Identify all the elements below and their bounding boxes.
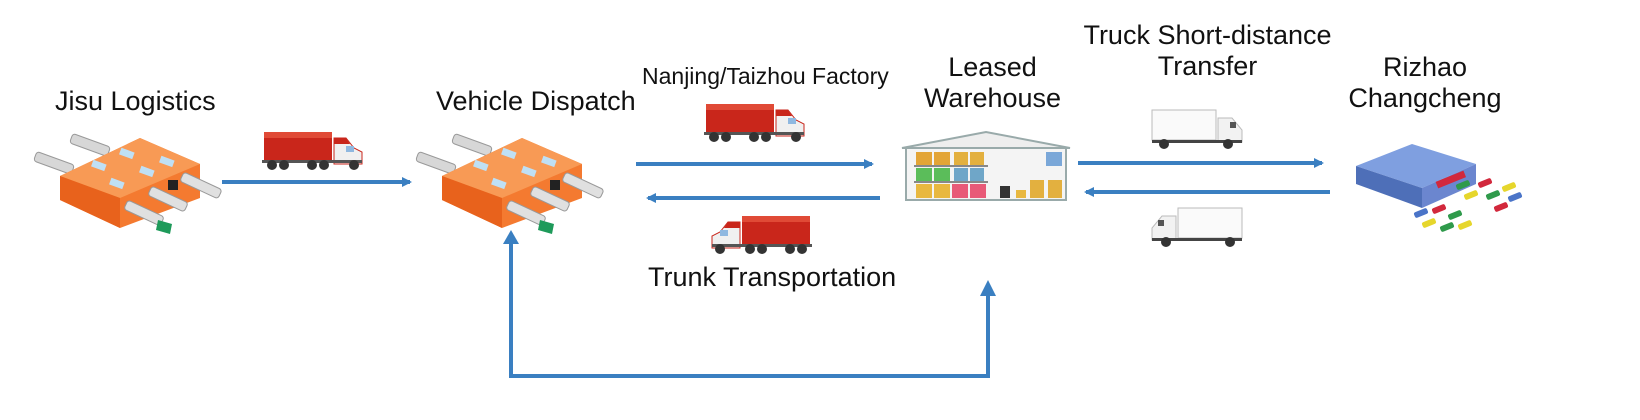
red-semi-truck-icon [262,132,363,170]
arrow-loop-bottom [509,240,990,378]
edge-label-factory: Nanjing/Taizhou Factory [642,63,889,89]
node-label-vehicle-dispatch: Vehicle Dispatch [436,86,636,116]
arrowhead-up-dispatch [503,230,519,244]
edge-label-trunk: Trunk Transportation [648,262,897,292]
arrowhead-up-warehouse [980,280,996,296]
node-label-line: Changcheng [1348,83,1502,114]
node-label-line: Rizhao [1382,52,1468,82]
warehouse-interior-icon [901,130,1071,201]
node-label-line: Leased [948,52,1037,82]
node-label-line: Warehouse [923,83,1062,114]
node-label-rizhao-changcheng: Rizhao Changcheng [1330,52,1520,114]
red-semi-truck-icon [711,216,812,254]
orange-distribution-center-icon [415,133,604,234]
white-box-truck-icon [1151,109,1243,149]
edge-label-short-transfer: Truck Short-distance Transfer [1070,20,1345,82]
red-semi-truck-icon [704,104,805,142]
parked-cars [1413,178,1523,232]
node-label-leased-warehouse: Leased Warehouse [910,52,1075,114]
factory-parking-lot-icon [1356,144,1523,232]
orange-distribution-center-icon [33,133,222,234]
edge-label-line: Truck Short-distance [1083,20,1332,50]
white-box-truck-icon [1151,207,1243,247]
node-label-jisu-logistics: Jisu Logistics [55,86,216,116]
edge-label-line: Transfer [1157,51,1258,82]
